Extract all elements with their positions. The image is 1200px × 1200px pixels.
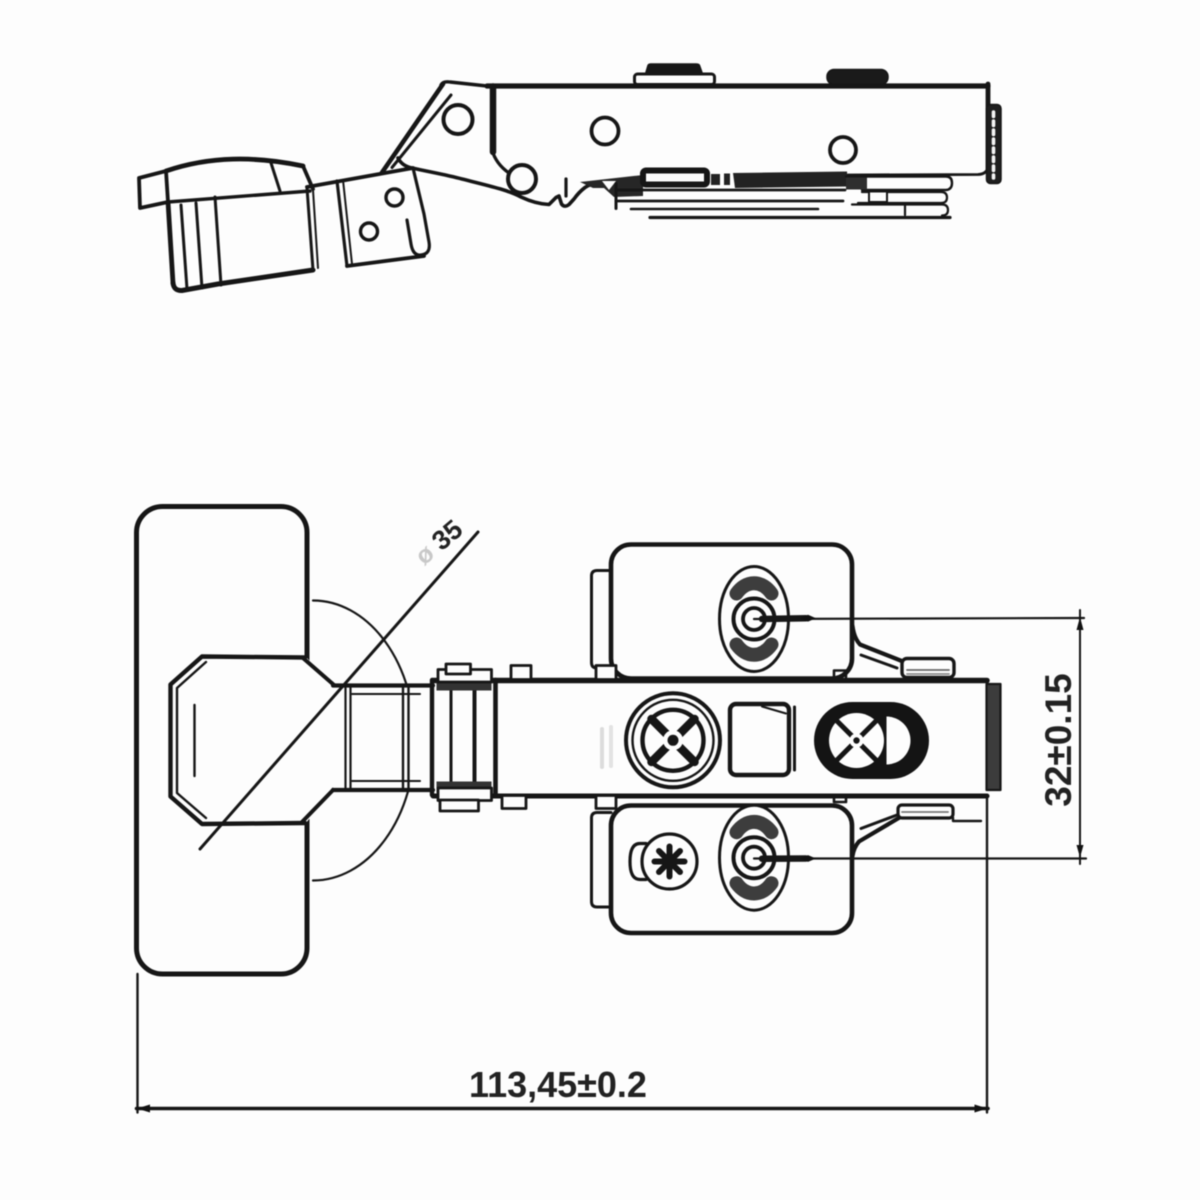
svg-text:113,45±0.2: 113,45±0.2: [469, 1064, 647, 1105]
svg-text:32±0.15: 32±0.15: [1038, 673, 1079, 806]
